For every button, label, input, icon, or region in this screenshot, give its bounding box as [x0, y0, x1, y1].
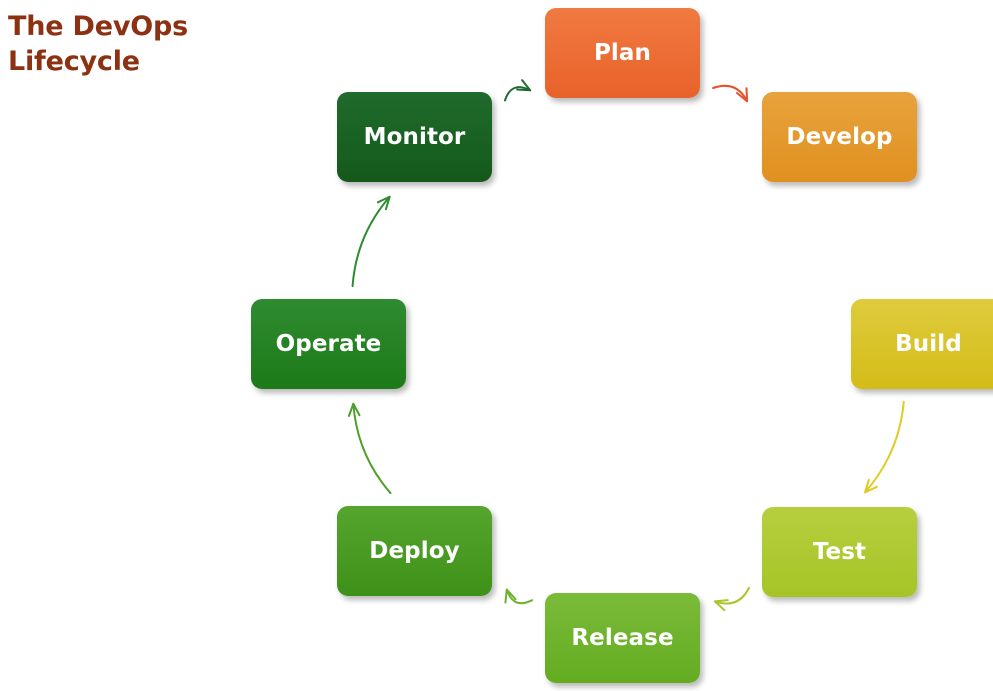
page-title: The DevOps Lifecycle [8, 11, 189, 77]
node-develop[interactable]: Develop [762, 92, 917, 182]
node-label: Test [812, 539, 867, 565]
arrow-deploy-to-operate [352, 402, 392, 495]
node-label: Monitor [363, 124, 466, 150]
node-build[interactable]: Build [851, 299, 993, 389]
arrow-monitor-to-plan [503, 86, 532, 102]
arrowhead-build-to-test [864, 478, 878, 494]
node-release[interactable]: Release [545, 593, 700, 683]
node-monitor[interactable]: Monitor [337, 92, 492, 182]
arrow-operate-to-monitor [351, 195, 391, 288]
node-plan[interactable]: Plan [545, 8, 700, 98]
node-label: Build [895, 331, 962, 357]
arrowhead-deploy-to-operate [347, 402, 361, 418]
arrowhead-monitor-to-plan [516, 79, 532, 92]
node-label: Plan [593, 40, 652, 66]
arrow-develop-to-build [864, 195, 902, 284]
arrowhead-plan-to-develop [736, 87, 749, 103]
node-label: Release [571, 625, 674, 651]
node-label: Develop [786, 124, 893, 150]
arrowhead-test-to-release [713, 599, 729, 612]
arrowhead-release-to-deploy [504, 588, 517, 604]
arrowhead-develop-to-build [897, 272, 908, 284]
node-operate[interactable]: Operate [251, 299, 406, 389]
arrow-build-to-test [864, 400, 905, 494]
node-test[interactable]: Test [762, 507, 917, 597]
arrow-plan-to-develop [712, 84, 749, 103]
arrow-release-to-deploy [505, 588, 534, 605]
arrowhead-operate-to-monitor [376, 195, 391, 211]
node-label: Operate [275, 331, 382, 357]
node-label: Deploy [369, 538, 460, 564]
node-deploy[interactable]: Deploy [337, 506, 492, 596]
arrow-test-to-release [713, 586, 750, 605]
